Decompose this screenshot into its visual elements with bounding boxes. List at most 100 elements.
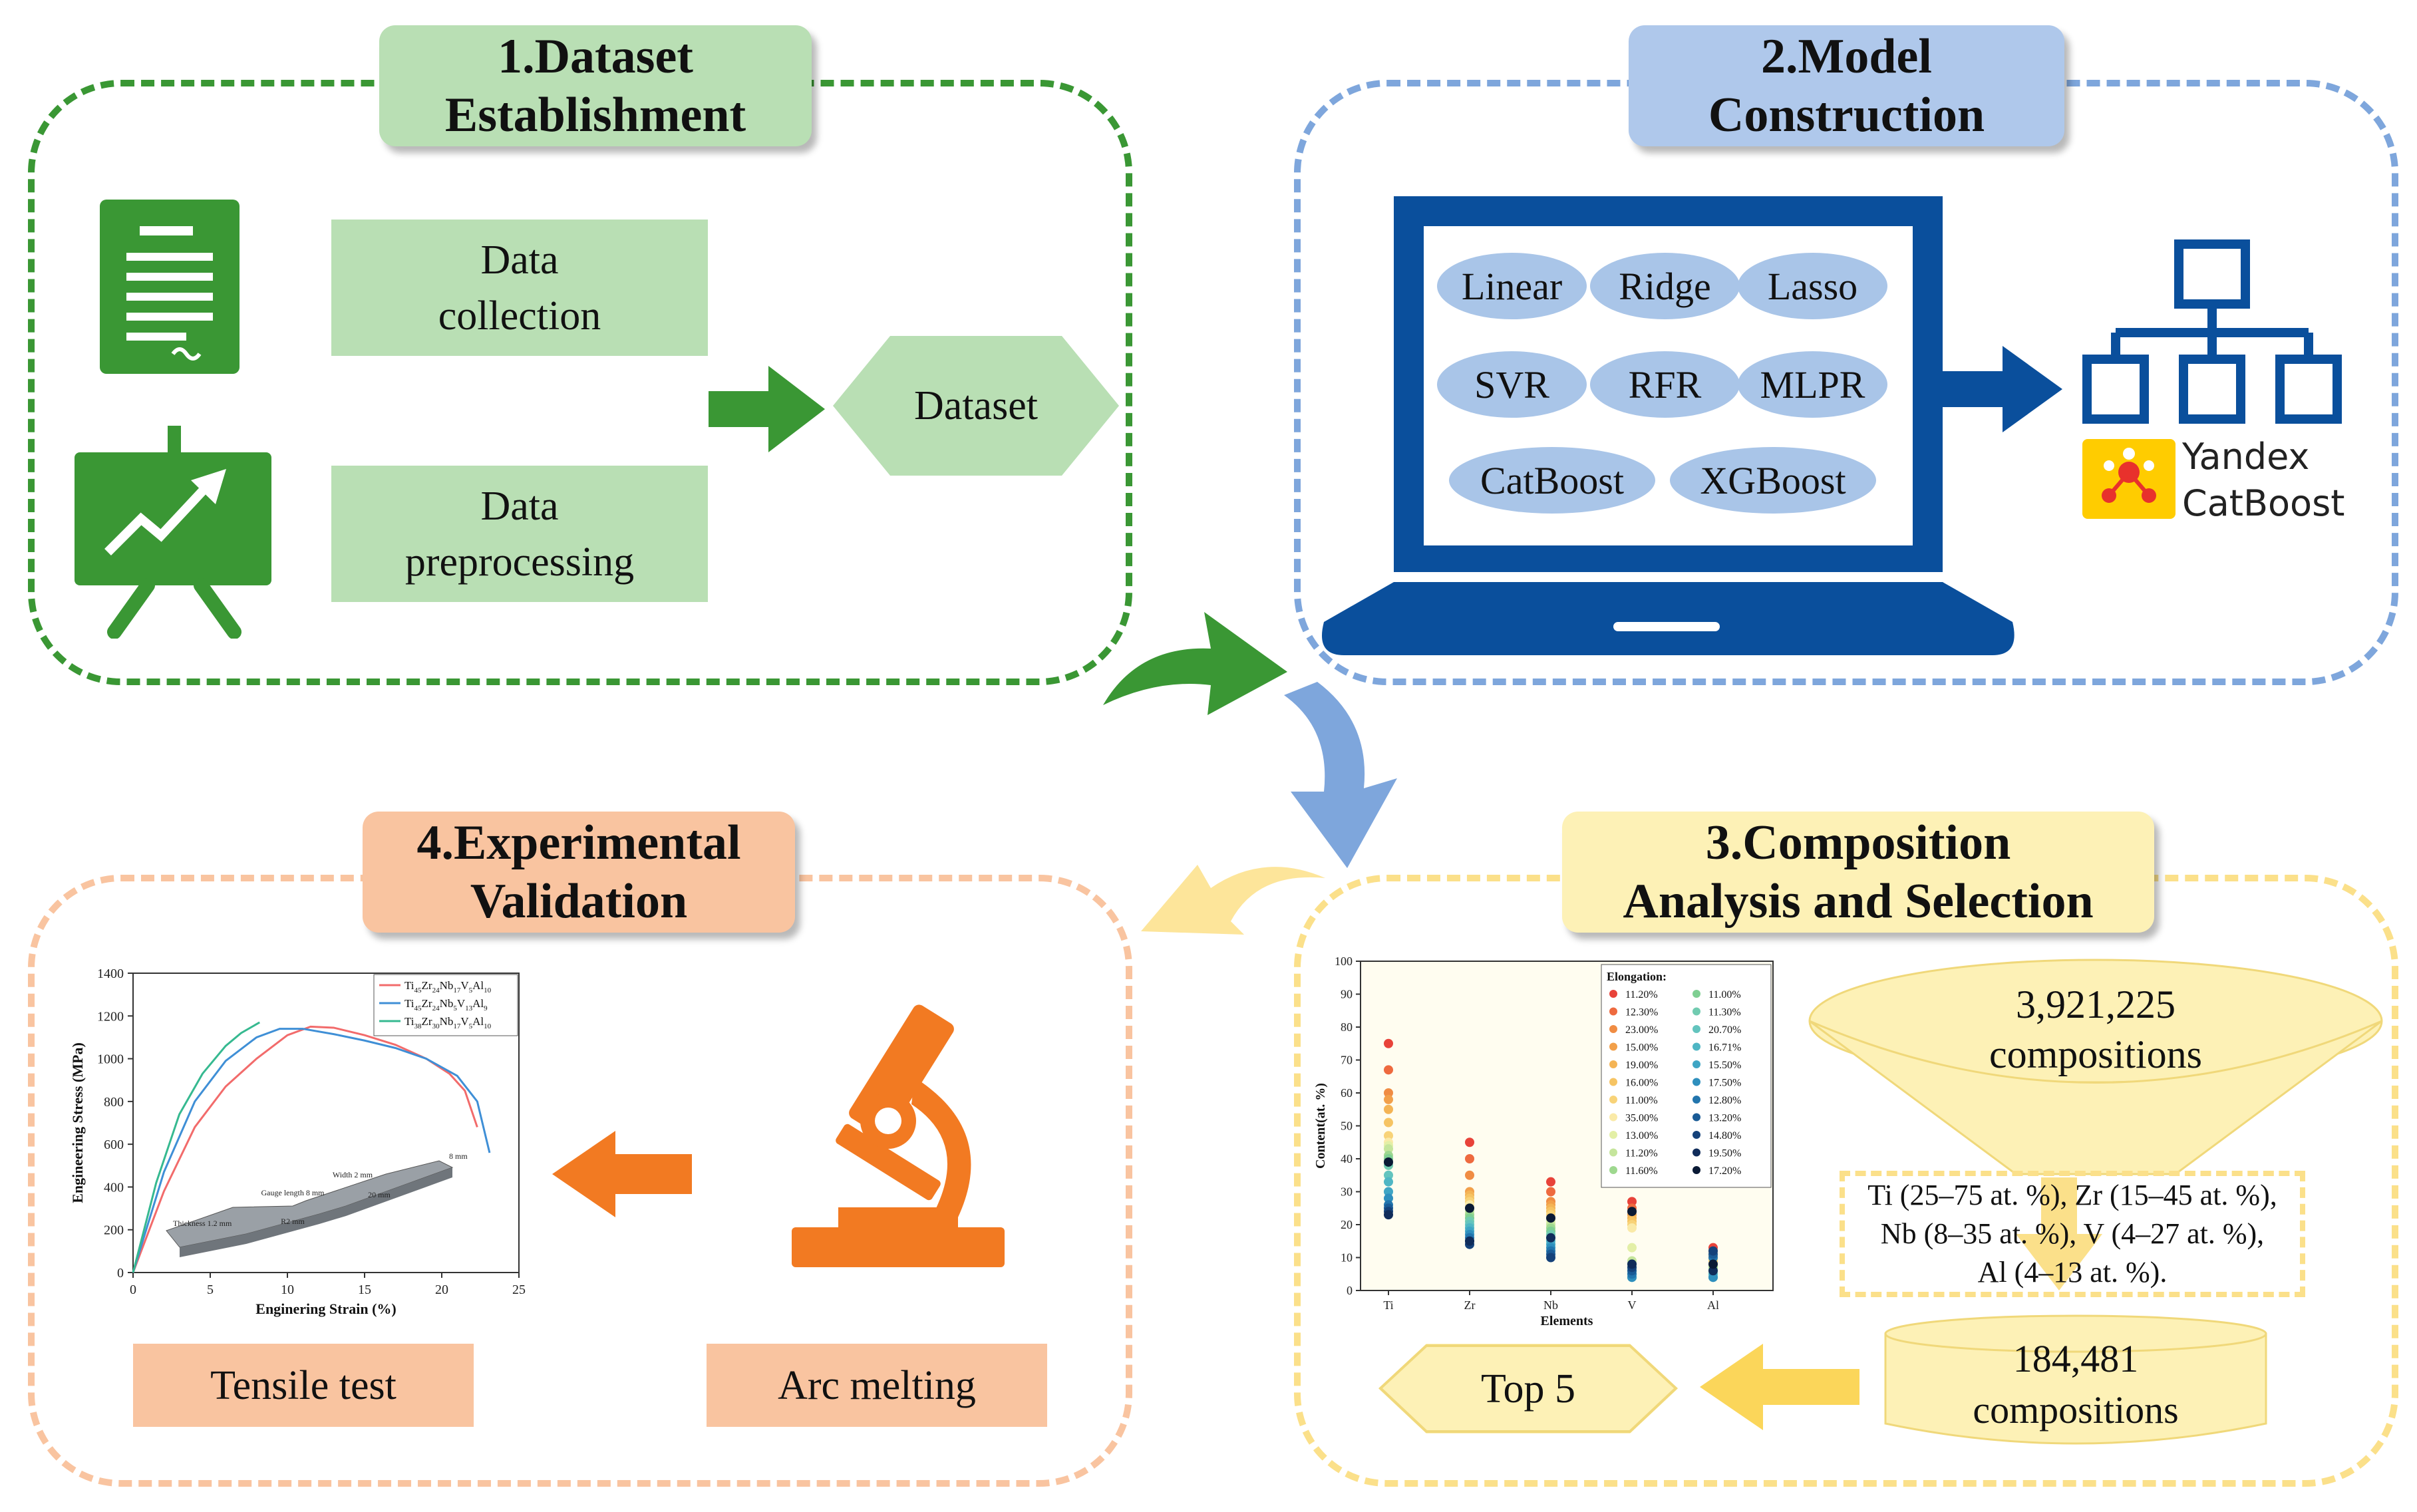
legend-marker: [1692, 1096, 1700, 1104]
legend-marker: [1692, 1113, 1700, 1122]
curved-arrow-3-to-4: [1141, 865, 1325, 935]
data-point-Nb: [1546, 1253, 1555, 1263]
section3-title: 3.Composition Analysis and Selection: [1562, 812, 2154, 933]
legend-label: 19.00%: [1625, 1060, 1658, 1071]
y-tick-label: 20: [1341, 1218, 1353, 1231]
model-linear: Linear: [1437, 253, 1587, 319]
model-lasso: Lasso: [1738, 253, 1887, 319]
data-point-Zr: [1465, 1236, 1474, 1246]
dataset-hexagon: [833, 336, 1119, 476]
decision-tree-icon: [2082, 239, 2342, 424]
top5-hexagon-outline: [1378, 1344, 1678, 1433]
x-axis-label: Elements: [1541, 1314, 1593, 1328]
y-tick-label: 50: [1341, 1120, 1353, 1133]
legend-label: Ti45​Zr24​Nb17​V5​Al10​: [404, 979, 492, 994]
dataset-label: Dataset: [914, 383, 1038, 428]
legend-marker: [1609, 990, 1617, 998]
data-point-Ti: [1384, 1131, 1393, 1141]
legend-marker: [1692, 1007, 1700, 1016]
legend-label: 20.70%: [1708, 1024, 1741, 1036]
document-icon: [100, 200, 240, 374]
model-xgboost: XGBoost: [1670, 447, 1876, 514]
legend-marker: [1609, 1166, 1617, 1174]
data-point-Ti: [1384, 1065, 1393, 1075]
catboost-logo-icon: [2082, 439, 2175, 519]
data-point-Ti: [1384, 1094, 1393, 1104]
legend-marker: [1609, 1060, 1617, 1068]
y-tick-label: 70: [1341, 1054, 1353, 1067]
data-point-Ti: [1384, 1118, 1393, 1128]
legend-marker: [1609, 1113, 1617, 1122]
data-point-Ti: [1384, 1187, 1393, 1197]
legend-label: 16.71%: [1708, 1042, 1741, 1054]
top5-hexagon: [1378, 1344, 1678, 1434]
legend-label: 11.00%: [1625, 1095, 1658, 1106]
model-svr: SVR: [1437, 351, 1587, 418]
funnel-unit: compositions: [1989, 1032, 2202, 1076]
data-point-Ti: [1384, 1038, 1393, 1048]
x-tick-label: Zr: [1464, 1298, 1476, 1312]
data-point-V: [1627, 1207, 1637, 1217]
legend-label: 12.80%: [1708, 1095, 1741, 1106]
data-point-Ti: [1384, 1210, 1393, 1220]
filtered-unit: compositions: [1973, 1388, 2179, 1432]
y-tick-label: 100: [1335, 955, 1353, 968]
legend-label: 13.00%: [1625, 1130, 1658, 1141]
legend-marker: [1692, 1060, 1700, 1068]
x-tick-label: Ti: [1383, 1298, 1393, 1312]
legend-marker: [1609, 1096, 1617, 1104]
data-point-Ti: [1384, 1144, 1393, 1154]
y-tick-label: 1000: [97, 1052, 124, 1067]
data-point-V: [1627, 1259, 1637, 1269]
database-cylinder-icon: [1884, 1314, 2267, 1445]
data-preprocessing-box: Data preprocessing: [331, 466, 708, 602]
data-point-Nb: [1546, 1213, 1555, 1223]
top5-label: Top 5: [1480, 1366, 1576, 1412]
data-point-V: [1627, 1243, 1637, 1253]
section2-title: 2.Model Construction: [1629, 25, 2064, 146]
legend-label: 11.60%: [1625, 1165, 1658, 1177]
specimen-label: R2 mm: [281, 1217, 305, 1226]
x-tick-label: 10: [281, 1283, 294, 1297]
specimen-label: 8 mm: [449, 1151, 468, 1161]
data-point-Nb: [1546, 1177, 1555, 1187]
x-tick-label: 0: [130, 1283, 136, 1297]
legend-label: 19.50%: [1708, 1148, 1741, 1159]
curved-arrow-2-to-3: [1284, 682, 1397, 868]
specimen-label: 20 mm: [368, 1190, 391, 1199]
arrow-to-tensile: [552, 1131, 692, 1217]
data-point-Ti: [1384, 1088, 1393, 1098]
model-rfr: RFR: [1590, 351, 1740, 418]
data-point-Ti: [1384, 1170, 1393, 1180]
legend-marker: [1609, 1025, 1617, 1033]
data-point-Al: [1708, 1266, 1718, 1276]
x-tick-label: V: [1628, 1298, 1637, 1312]
arrow-to-tree: [1933, 346, 2062, 432]
x-tick-label: 20: [435, 1283, 448, 1297]
legend-title: Elongation:: [1607, 970, 1667, 983]
legend-label: 15.00%: [1625, 1042, 1658, 1054]
legend-marker: [1692, 1131, 1700, 1139]
series-line-3: [132, 1021, 260, 1273]
arrow-to-top5: [1700, 1344, 1859, 1430]
legend-label: 11.20%: [1625, 1148, 1658, 1159]
filtered-count: 184,481: [2013, 1336, 2139, 1380]
legend-marker: [1692, 990, 1700, 998]
section4-title: 4.Experimental Validation: [363, 812, 795, 933]
data-point-Ti: [1384, 1193, 1393, 1203]
data-point-Nb: [1546, 1187, 1555, 1197]
data-point-Ti: [1384, 1104, 1393, 1114]
legend-label: Ti38​Zr30​Nb17​V5​Al10​: [404, 1015, 492, 1030]
y-tick-label: 400: [104, 1180, 124, 1195]
presentation-chart-icon: [75, 426, 271, 639]
legend-marker: [1609, 1078, 1617, 1086]
y-tick-label: 60: [1341, 1086, 1353, 1100]
series-line-1: [132, 1025, 478, 1273]
series-line-2: [132, 1028, 491, 1273]
model-catboost: CatBoost: [1449, 447, 1655, 514]
data-point-Ti: [1384, 1157, 1393, 1167]
y-axis-label: Engineering Stress (MPa): [69, 1042, 86, 1203]
